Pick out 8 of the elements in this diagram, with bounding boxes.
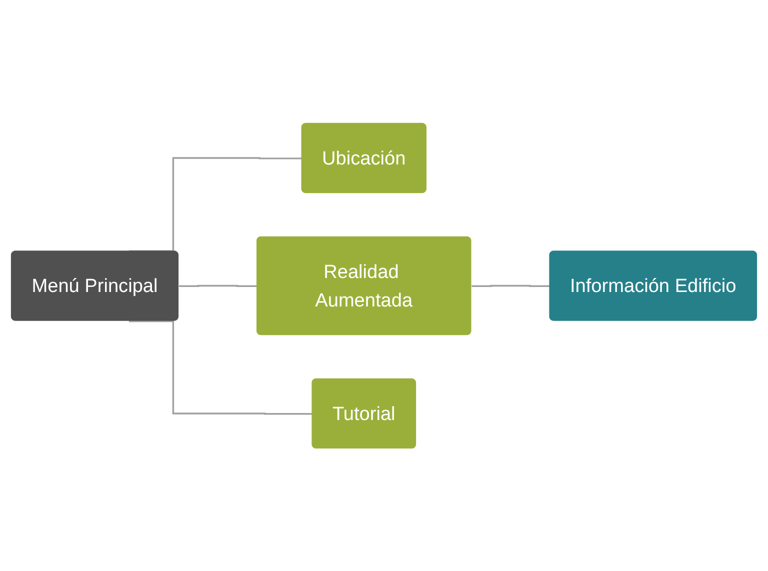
connector xyxy=(178,284,257,287)
connector xyxy=(128,320,312,415)
connector xyxy=(472,284,550,287)
node-box: Tutorial xyxy=(312,378,416,448)
node-box: Realidad Aumentada xyxy=(256,236,472,335)
node-box: Información Edificio xyxy=(549,250,758,321)
node-box: Menú Principal xyxy=(10,250,179,321)
node-box: Ubicación xyxy=(301,122,426,193)
